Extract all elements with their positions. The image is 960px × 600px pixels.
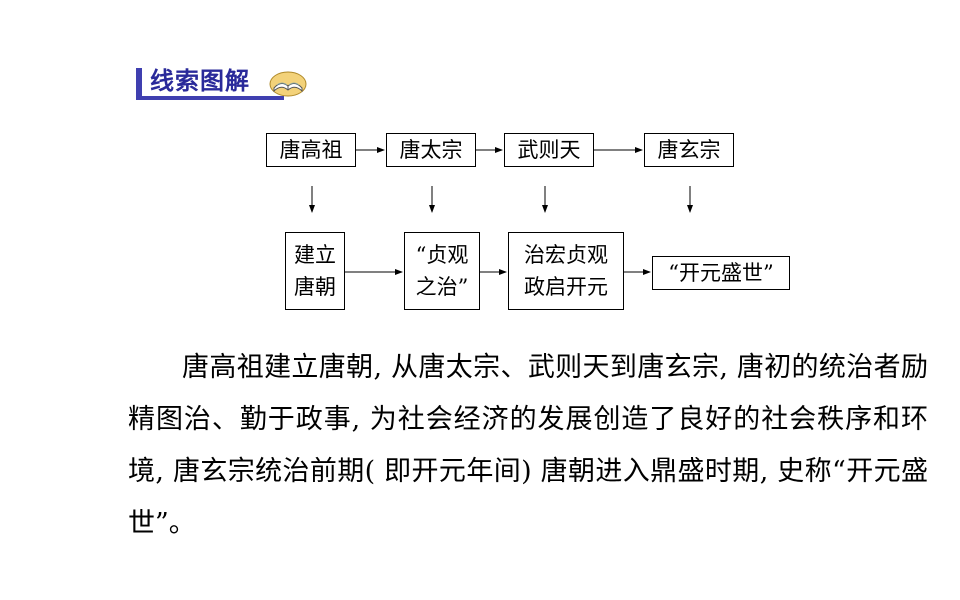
- body-paragraph: 唐高祖建立唐朝, 从唐太宗、武则天到唐玄宗, 唐初的统治者励精图治、勤于政事, …: [128, 352, 928, 539]
- box-kaiyuan-prosperity: “开元盛世”: [652, 256, 790, 290]
- box-zhenguan-rule-line1: “贞观: [415, 243, 469, 267]
- box-wu-zetian: 武则天: [504, 133, 594, 167]
- section-title: 线索图解: [150, 67, 250, 95]
- box-tang-xuanzong: 唐玄宗: [644, 133, 734, 167]
- open-book-icon: [269, 71, 307, 97]
- section-header: 线索图解: [136, 66, 311, 102]
- box-found-tang: 建立 唐朝: [285, 232, 345, 310]
- box-zhenguan-rule-line2: 之治”: [415, 275, 469, 299]
- box-zhenguan-rule: “贞观 之治”: [404, 232, 480, 310]
- header-underline: [136, 96, 284, 100]
- box-found-tang-line2: 唐朝: [294, 275, 336, 299]
- box-tang-taizong: 唐太宗: [386, 133, 476, 167]
- box-bridge-era-line1: 治宏贞观: [524, 243, 608, 267]
- box-tang-gaozu: 唐高祖: [266, 133, 356, 167]
- box-bridge-era: 治宏贞观 政启开元: [508, 232, 624, 310]
- box-bridge-era-line2: 政启开元: [524, 275, 608, 299]
- header-accent-bar: [136, 68, 142, 100]
- box-found-tang-line1: 建立: [294, 243, 336, 267]
